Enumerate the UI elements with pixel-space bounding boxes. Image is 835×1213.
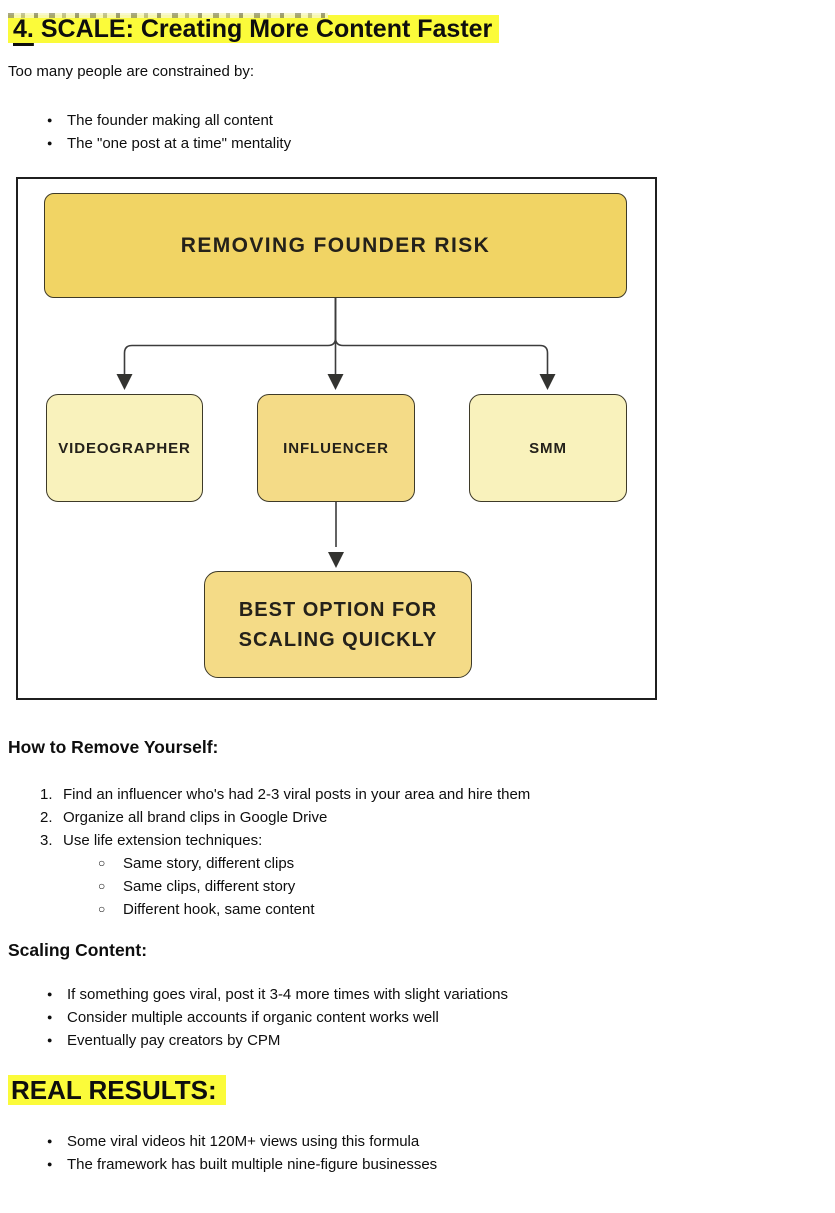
list-item: The framework has built multiple nine-fi… (47, 1153, 835, 1176)
constraints-list: The founder making all content The "one … (8, 109, 835, 155)
flowchart-smm-box: SMM (469, 394, 627, 502)
flowchart-root-box: REMOVING FOUNDER RISK (44, 193, 627, 298)
scaling-content-heading: Scaling Content: (8, 940, 148, 960)
sub-list-item: Same story, different clips (98, 852, 835, 875)
step-number: 1. (40, 786, 53, 803)
list-item: Eventually pay creators by CPM (47, 1029, 835, 1052)
remove-yourself-steps: 1. Find an influencer who's had 2-3 viral… (8, 783, 835, 921)
step-text: Organize all brand clips in Google Drive (63, 809, 328, 826)
flowchart-influencer-box: INFLUENCER (257, 394, 415, 502)
heading-highlight: REAL RESULTS: (8, 1075, 226, 1105)
heading-highlight: 4.SCALE: Creating More Content Faster (8, 15, 500, 43)
step-item: 3. Use life extension techniques: Same st… (40, 829, 835, 921)
list-item: Consider multiple accounts if organic co… (47, 1006, 835, 1029)
life-extension-sublist: Same story, different clips Same clips, … (63, 852, 835, 921)
sub-list-item: Different hook, same content (98, 898, 835, 921)
step-number: 3. (40, 832, 53, 849)
step-text: Find an influencer who's had 2-3 viral p… (63, 786, 531, 803)
list-item: The founder making all content (47, 109, 835, 132)
real-results-heading: REAL RESULTS: (8, 1074, 835, 1107)
real-results-list: Some viral videos hit 120M+ views using … (8, 1130, 835, 1176)
scale-section-heading: 4.SCALE: Creating More Content Faster (8, 13, 835, 45)
flowchart-result-box: BEST OPTION FOR SCALING QUICKLY (204, 571, 472, 678)
intro-paragraph: Too many people are constrained by: (8, 63, 254, 80)
flowchart-videographer-box: VIDEOGRAPHER (46, 394, 203, 502)
remove-yourself-heading: How to Remove Yourself: (8, 737, 219, 757)
step-item: 1. Find an influencer who's had 2-3 viral… (40, 783, 835, 806)
step-text: Use life extension techniques: (63, 832, 263, 849)
list-item: Some viral videos hit 120M+ views using … (47, 1130, 835, 1153)
heading-number: 4. (13, 15, 34, 43)
list-item: The "one post at a time" mentality (47, 132, 835, 155)
step-number: 2. (40, 809, 53, 826)
sub-list-item: Same clips, different story (98, 875, 835, 898)
list-item: If something goes viral, post it 3-4 mor… (47, 983, 835, 1006)
scaling-content-list: If something goes viral, post it 3-4 mor… (8, 983, 835, 1052)
step-item: 2. Organize all brand clips in Google Dri… (40, 806, 835, 829)
cutoff-previous-highlight (8, 13, 328, 18)
heading-text: SCALE: Creating More Content Faster (40, 15, 493, 43)
founder-risk-flowchart: REMOVING FOUNDER RISK VIDEOGRAPHER INFLU… (16, 177, 657, 700)
